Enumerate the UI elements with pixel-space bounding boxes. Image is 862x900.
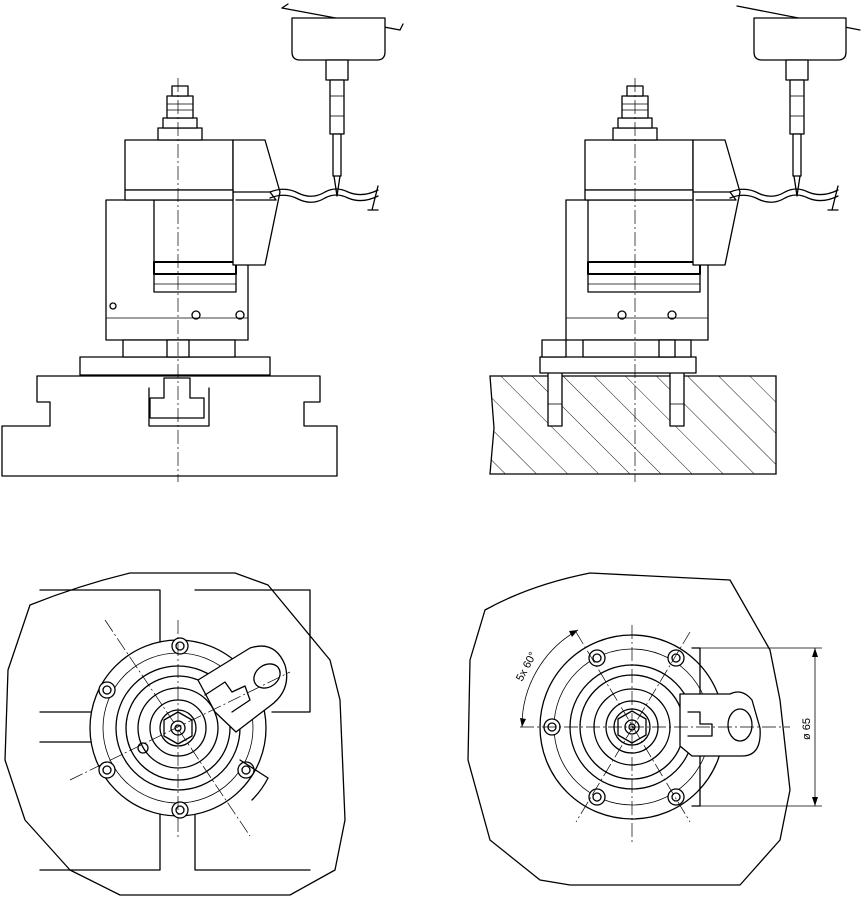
angle-dimension-label: 5x 60° <box>514 650 539 683</box>
plan-view-dimensioned <box>467 572 822 886</box>
side-view-hatched-plate <box>489 78 777 482</box>
probe-right <box>729 5 861 211</box>
probe-left <box>269 3 404 211</box>
side-view-slotted-table <box>1 78 338 482</box>
diameter-dimension-label: ø 65 <box>801 718 813 740</box>
plan-view-slotted-table <box>4 572 346 896</box>
